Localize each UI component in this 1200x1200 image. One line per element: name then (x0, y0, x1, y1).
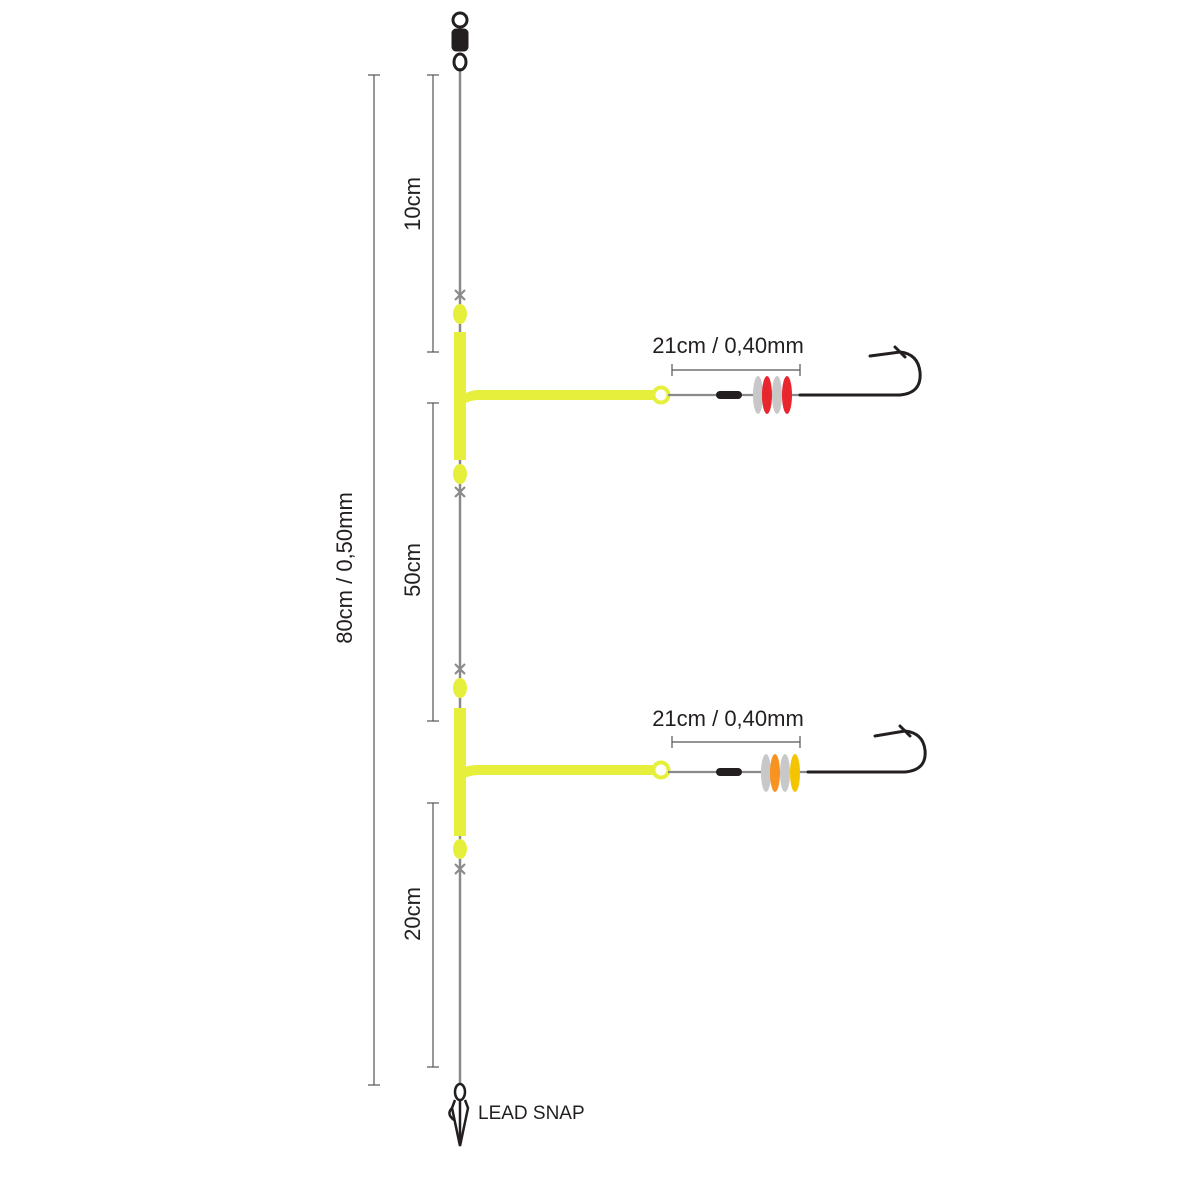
boom-eye (651, 385, 671, 405)
dimension-top (427, 74, 439, 353)
crimp-markers (454, 289, 466, 875)
upper-crimp-sleeve (716, 391, 742, 399)
boom-bead (453, 678, 467, 698)
boom-bead (453, 839, 467, 859)
crimp-marker (454, 863, 466, 875)
crimp-marker (454, 663, 466, 675)
total-length-label: 80cm / 0,50mm (332, 492, 357, 644)
lead-snap-label: LEAD SNAP (478, 1103, 585, 1124)
boom-bead (453, 304, 467, 324)
lead-snap-icon (448, 1082, 470, 1147)
dimension-middle (427, 402, 439, 722)
upper-bead-stack (753, 376, 792, 414)
dimension-bottom (427, 802, 439, 1068)
dimension-upper-dropper (671, 364, 801, 376)
upper-dropper-label: 21cm / 0,40mm (652, 333, 804, 358)
lower-dropper-label: 21cm / 0,40mm (652, 706, 804, 731)
top-segment-label: 10cm (400, 177, 425, 231)
boom-eye (651, 760, 671, 780)
lower-bead-stack (761, 754, 800, 792)
middle-segment-label: 50cm (400, 543, 425, 597)
lower-boom (453, 678, 671, 859)
crimp-marker (454, 486, 466, 498)
dimension-total (368, 74, 380, 1086)
hook-icon (798, 345, 922, 397)
bottom-segment-label: 20cm (400, 887, 425, 941)
swivel-icon (451, 11, 469, 72)
upper-boom (453, 304, 671, 484)
crimp-marker (454, 289, 466, 301)
boom-bead (453, 464, 467, 484)
hook-icon (806, 724, 927, 774)
dimension-lower-dropper (671, 736, 801, 748)
lower-crimp-sleeve (716, 768, 742, 776)
